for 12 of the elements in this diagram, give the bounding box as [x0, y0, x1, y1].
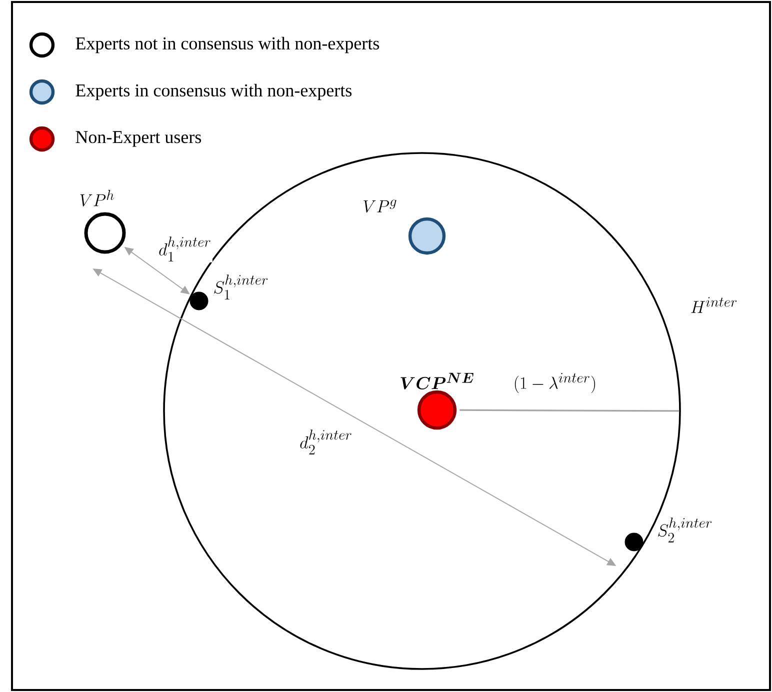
node-label: $VP^{g}$: [364, 200, 396, 213]
legend-text: Non-Expert users: [76, 131, 202, 147]
legend-text: Experts not in consensus with non-experts: [76, 36, 380, 54]
node-label: $\boldsymbol{VCP^{NE}}$: [400, 372, 474, 390]
node-label: $VP^{h}$: [80, 190, 114, 206]
edge-label: $(1-\lambda^{inter})$: [512, 372, 598, 394]
edge-label: $d_1^{h,inter}$: [158, 236, 212, 262]
legend-text: Experts in consensus with non-experts: [76, 84, 352, 100]
node-label: $S_2^{h,inter}$: [658, 518, 712, 542]
node-label: $H^{inter}$: [691, 297, 737, 313]
node-label: $S_1^{h,inter}$: [214, 274, 268, 300]
edge-label: $d_2^{h,inter}$: [298, 428, 354, 456]
